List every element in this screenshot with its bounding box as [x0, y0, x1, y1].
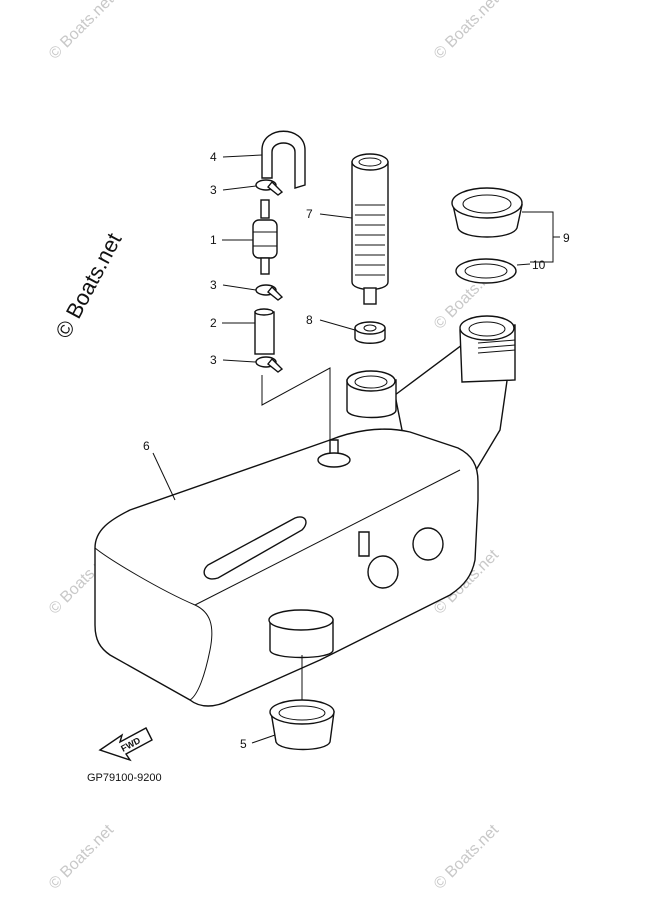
callout-3-top: 3 — [210, 183, 217, 197]
part-1-filter — [252, 199, 278, 275]
part-3-clamps — [255, 179, 284, 373]
callout-9: 9 — [563, 231, 570, 245]
callout-2: 2 — [210, 316, 217, 330]
callout-7: 7 — [306, 207, 313, 221]
watermark-bottom-left: © Boats.net — [46, 821, 118, 893]
part-10-gasket — [455, 258, 517, 284]
part-7-strainer — [351, 153, 389, 305]
part-oil-tank — [94, 315, 516, 707]
part-4-hose — [261, 130, 306, 189]
callout-8: 8 — [306, 313, 313, 327]
callout-labels: 1 2 3 3 3 4 5 6 7 8 9 10 — [143, 150, 570, 751]
watermark-top-left: © Boats.net — [46, 0, 118, 63]
diagram-code: GP79100-9200 — [87, 772, 162, 784]
leader-lines — [152, 154, 560, 744]
watermark-top-right: © Boats.net — [431, 0, 503, 63]
callout-5: 5 — [240, 737, 247, 751]
callout-4: 4 — [210, 150, 217, 164]
callout-3-bottom: 3 — [210, 353, 217, 367]
callout-1: 1 — [210, 233, 217, 247]
hose-routing-line — [261, 367, 331, 440]
part-9-cap — [451, 187, 523, 238]
callout-6: 6 — [143, 439, 150, 453]
callout-10: 10 — [532, 258, 546, 272]
callout-3-mid: 3 — [210, 278, 217, 292]
part-5-cap — [269, 655, 335, 751]
part-8-grommet — [354, 321, 386, 344]
fwd-arrow: FWD — [98, 727, 153, 762]
part-2-hose — [254, 308, 275, 355]
watermark-bottom-right: © Boats.net — [431, 821, 503, 893]
brand-logo-text: © Boats.net — [50, 229, 126, 343]
